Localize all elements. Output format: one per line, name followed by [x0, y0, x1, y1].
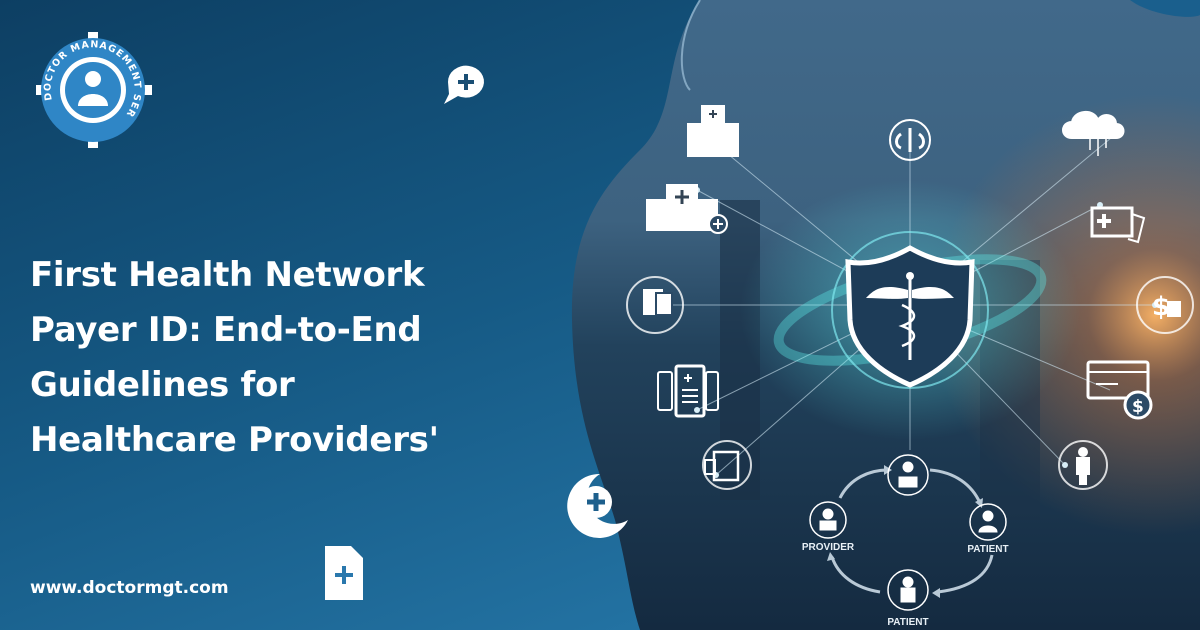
- cycle-label-patient-right: PATIENT: [967, 544, 1008, 555]
- doctor-figure-icon: [1058, 440, 1108, 490]
- headline-line-4: Healthcare Providers': [30, 420, 439, 460]
- doctor-avatar-icon: [85, 71, 101, 87]
- cycle-node-patient-right: [969, 503, 1007, 541]
- file-plus-icon: [325, 546, 363, 600]
- cycle-label-provider: PROVIDER: [802, 542, 855, 553]
- website-url[interactable]: www.doctormgt.com: [30, 578, 229, 598]
- circle-plus-icon: [567, 473, 628, 538]
- hospital-plus-icon: [646, 184, 728, 234]
- cycle-node-top: [887, 454, 929, 496]
- chat-plus-icon: [444, 65, 484, 104]
- corner-shape: [1130, 0, 1200, 17]
- dollar-coins-icon: $: [1136, 276, 1194, 334]
- headline-line-1: First Health Network: [30, 255, 425, 295]
- documents-icon: [626, 276, 684, 334]
- cloud-network-icon: [1062, 111, 1125, 156]
- id-documents-icon: [702, 440, 752, 490]
- svg-text:$: $: [1132, 397, 1144, 417]
- doctor-management-logo: DOCTOR MANAGEMENT SERVICES: [0, 0, 152, 148]
- cycle-node-patient-bottom: [887, 569, 929, 611]
- decorative-arc: [680, 0, 701, 91]
- cycle-node-provider: [809, 501, 847, 539]
- payment-card-dollar-icon: $: [1086, 360, 1153, 420]
- headline: First Health Network Payer ID: End-to-En…: [30, 248, 500, 468]
- health-card-icon: [1090, 206, 1146, 244]
- tablet-record-icon: [657, 364, 719, 418]
- headline-line-2: Payer ID: End-to-End: [30, 310, 422, 350]
- headline-line-3: Guidelines for: [30, 365, 295, 405]
- hospital-building-icon: [687, 105, 739, 157]
- svg-text:$: $: [1152, 292, 1170, 322]
- medical-lungs-icon: [889, 119, 931, 161]
- shield-caduceus-icon: [845, 245, 975, 388]
- provider-patient-cycle: PATIENT PATIENT PROVIDER: [802, 454, 1009, 628]
- cycle-label-patient-bottom: PATIENT: [887, 617, 928, 628]
